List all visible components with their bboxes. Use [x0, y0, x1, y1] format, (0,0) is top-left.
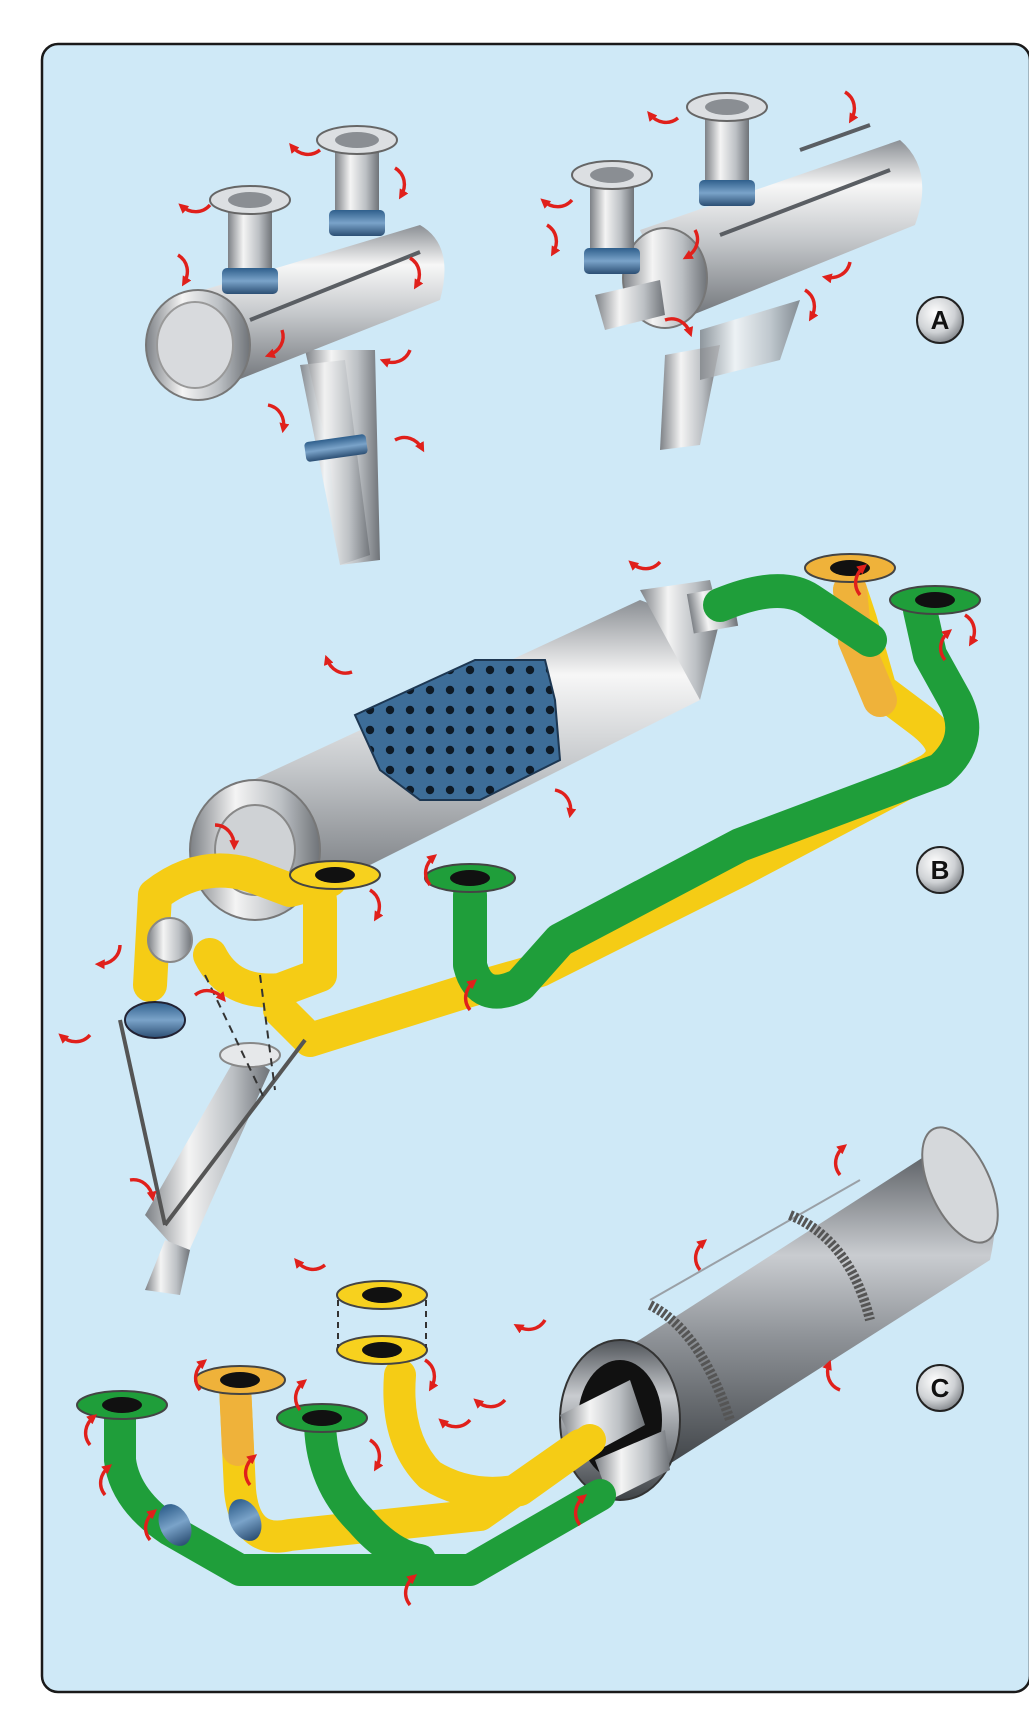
clamp-icon: [329, 210, 385, 236]
label-c-badge: C: [916, 1364, 964, 1412]
flange-icon: [424, 863, 516, 893]
clamp-icon: [222, 268, 278, 294]
flange-icon: [804, 553, 896, 583]
flange-icon: [889, 585, 981, 615]
flange-icon: [76, 1390, 168, 1420]
muffler-a-right: [571, 92, 923, 450]
clamp-icon: [304, 434, 368, 462]
flange-icon: [336, 1335, 428, 1365]
panel-label-c: C: [931, 1373, 950, 1403]
muffler-a-left: [145, 125, 445, 565]
label-a-badge: A: [916, 296, 964, 344]
perforated-core: [353, 659, 562, 801]
clamp-icon: [158, 1504, 192, 1546]
flange-icon: [194, 1365, 286, 1395]
section-b-exhaust-system: B: [61, 553, 981, 1295]
pipe-green: [453, 574, 980, 1009]
label-b-badge: B: [916, 846, 964, 894]
section-c-exhaust-system: C: [76, 1126, 999, 1605]
clamp-icon: [124, 1001, 186, 1039]
clamp-icon: [584, 248, 640, 274]
clamp-icon: [647, 1300, 735, 1422]
pipe-green: [104, 1394, 616, 1586]
flange-icon: [336, 1280, 428, 1310]
flange-icon: [289, 860, 381, 890]
tailpipe-assembly: [118, 917, 307, 1295]
section-a-mufflers: A: [145, 92, 964, 565]
clamp-icon: [228, 1499, 262, 1541]
flange-icon: [276, 1403, 368, 1433]
panel-label-a: A: [931, 305, 950, 335]
panel-label-b: B: [931, 855, 950, 885]
clamp-icon: [699, 180, 755, 206]
